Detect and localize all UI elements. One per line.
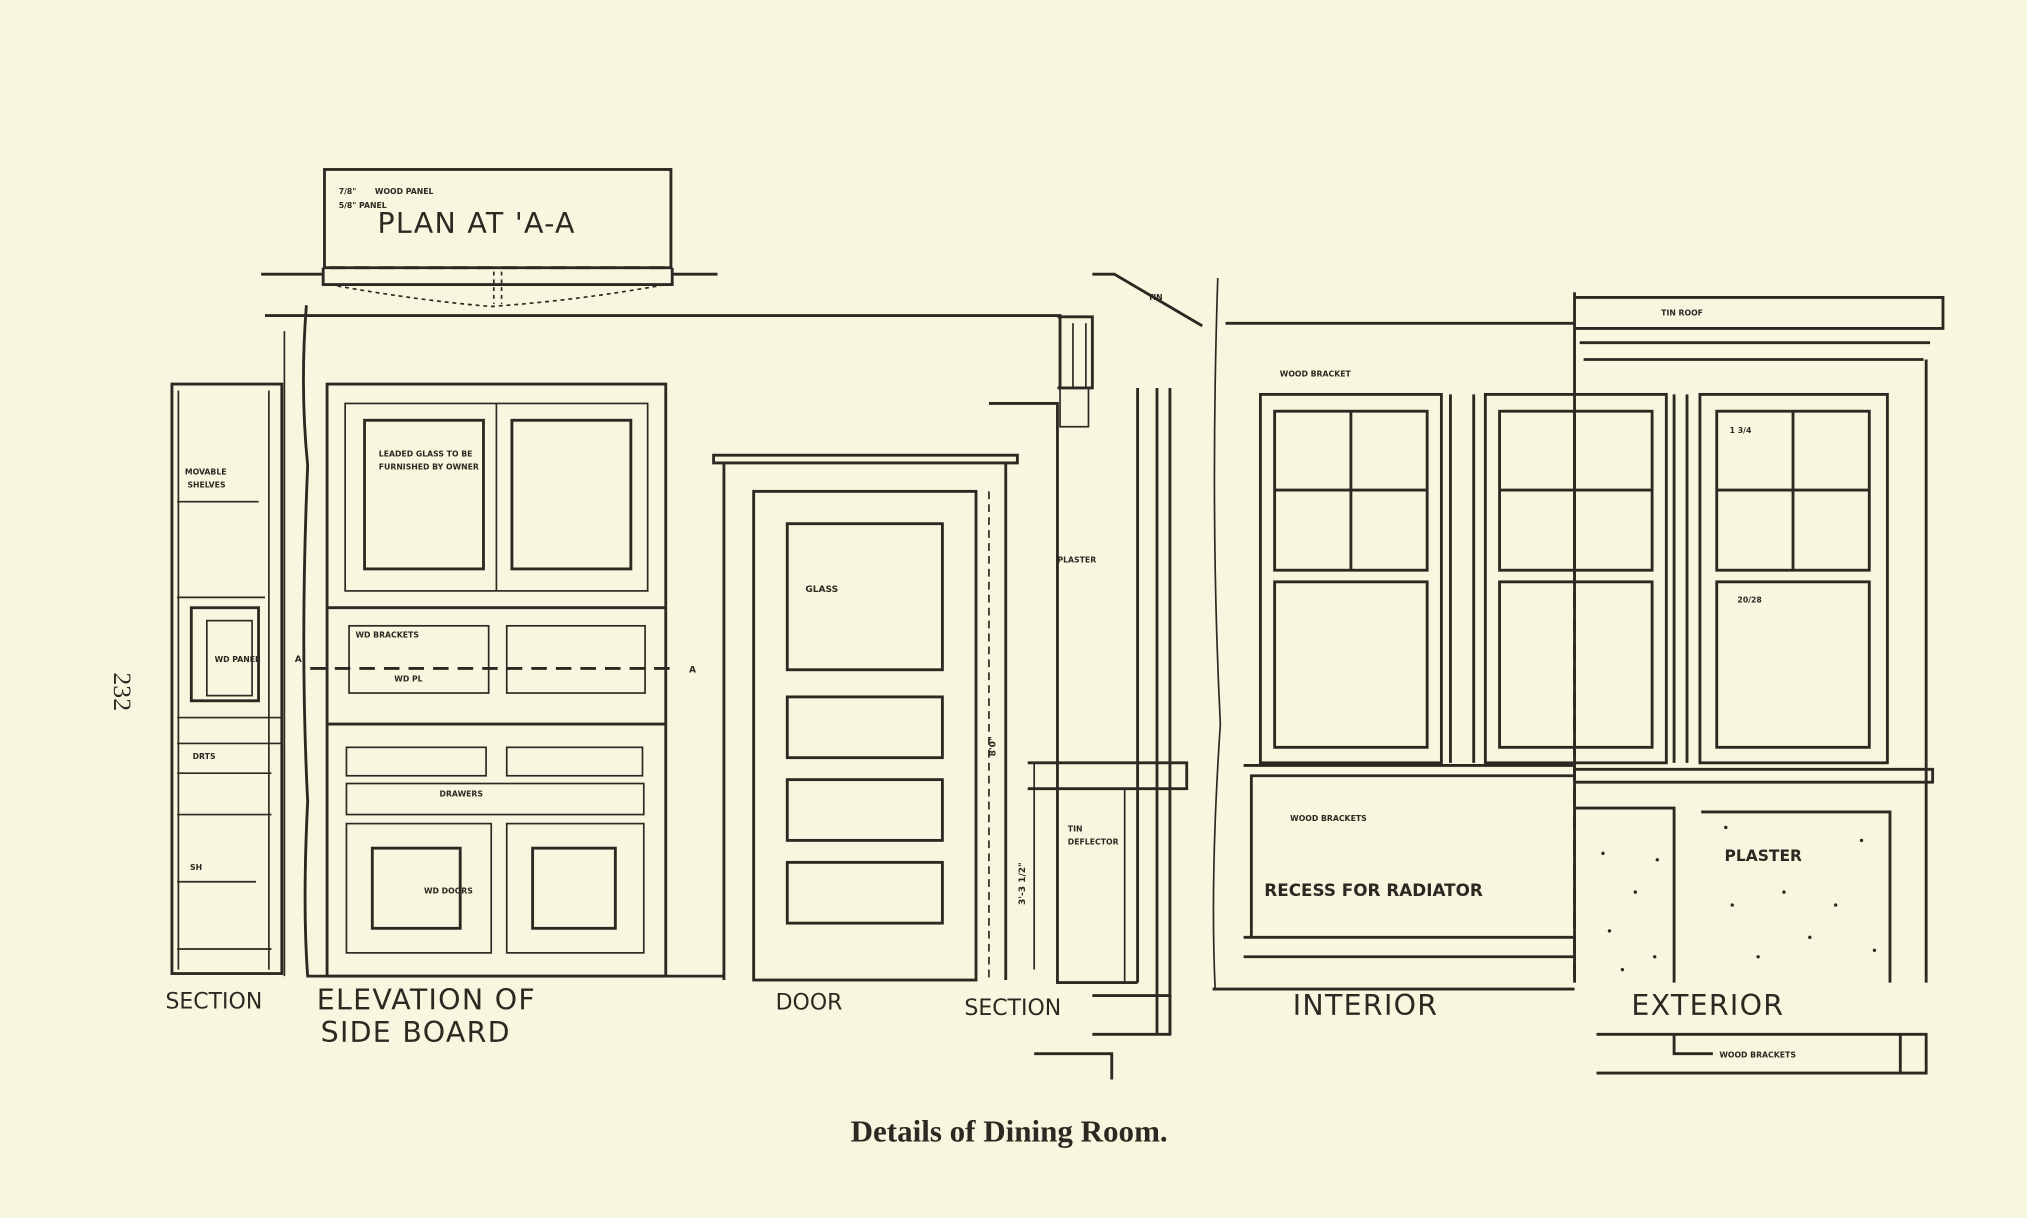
note-furnished-by-owner: FURNISHED BY OWNER xyxy=(379,462,479,471)
note-sh: SH xyxy=(190,863,202,872)
title-section-right: SECTION xyxy=(964,996,1061,1021)
sideboard-elevation: LEADED GLASS TO BE FURNISHED BY OWNER WD… xyxy=(295,382,724,978)
page-number: 232 xyxy=(108,672,137,711)
door-elevation: GLASS 8'0" xyxy=(712,453,1019,982)
note-plan-dim: 7/8" xyxy=(339,187,357,196)
note-height-sill: 3'-3 1/2" xyxy=(1018,862,1028,905)
note-shelves: SHELVES xyxy=(187,480,226,489)
note-tin-deflector: TIN xyxy=(1068,824,1083,833)
note-wood-bracket: WOOD BRACKET xyxy=(1280,369,1352,378)
note-wood-brackets-exterior: WOOD BRACKETS xyxy=(1719,1051,1796,1060)
note-wd-pl: WD PL xyxy=(394,674,422,683)
title-elevation: ELEVATION OF xyxy=(317,984,536,1017)
note-wd-brackets: WD BRACKETS xyxy=(356,630,420,639)
note-tin: TIN xyxy=(1148,293,1163,302)
note-movable: MOVABLE xyxy=(185,468,227,477)
plaster-stipple xyxy=(1601,825,1877,972)
note-plan-panel: 5/8" PANEL xyxy=(339,201,387,210)
note-drawers: DRAWERS xyxy=(440,789,484,798)
figure-caption: Details of Dining Room. xyxy=(851,1114,1168,1149)
window-bay-elevation: WOOD BRACKET WOOD BRACKETS RECESS FOR RA… xyxy=(1212,292,1945,1075)
section-right: PLASTER TIN TIN DEFLECTOR 3'-3 1/2" xyxy=(988,272,1222,1080)
title-section-left: SECTION xyxy=(165,989,262,1014)
note-sash-dim: 1 3/4 xyxy=(1730,426,1752,435)
note-wd-panel: WD PANEL xyxy=(215,655,260,664)
section-left: MOVABLE SHELVES WD PANEL DRTS SH xyxy=(170,331,286,977)
title-interior: INTERIOR xyxy=(1293,989,1439,1022)
section-mark-right: A xyxy=(689,665,696,675)
note-wood-brackets-interior: WOOD BRACKETS xyxy=(1290,814,1367,823)
title-exterior: EXTERIOR xyxy=(1631,989,1784,1022)
note-leaded-glass: LEADED GLASS TO BE xyxy=(379,449,473,458)
plan-at-a-a: PLAN AT 'A-A WOOD PANEL 7/8" 5/8" PANEL xyxy=(261,168,718,308)
note-tin-roof: TIN ROOF xyxy=(1661,309,1703,318)
note-deflector: DEFLECTOR xyxy=(1068,837,1119,846)
title-side-board: SIDE BOARD xyxy=(321,1016,511,1049)
section-mark-left: A xyxy=(295,655,302,665)
note-glass: GLASS xyxy=(805,585,838,595)
note-height-door: 8'0" xyxy=(988,736,998,756)
note-plaster-exterior: PLASTER xyxy=(1725,847,1803,865)
note-glass-size: 20/28 xyxy=(1737,596,1761,605)
note-recess-radiator: RECESS FOR RADIATOR xyxy=(1264,880,1483,900)
note-wd-doors: WD DOORS xyxy=(424,886,473,895)
plan-title: PLAN AT 'A-A xyxy=(377,207,575,240)
note-drts: DRTS xyxy=(193,752,216,761)
title-door: DOOR xyxy=(776,991,843,1016)
window-1 xyxy=(1258,392,1443,765)
note-plaster-section: PLASTER xyxy=(1057,555,1096,564)
note-wood-panel: WOOD PANEL xyxy=(375,187,434,196)
window-3 xyxy=(1698,392,1889,765)
